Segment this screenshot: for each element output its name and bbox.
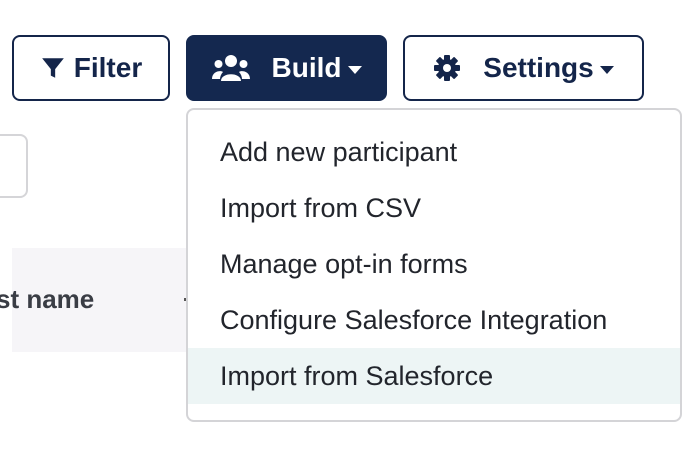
build-button[interactable]: Build	[186, 35, 387, 101]
users-icon	[211, 54, 250, 82]
menu-item-manage-opt-in-forms[interactable]: Manage opt-in forms	[220, 248, 468, 279]
chevron-down-icon	[599, 65, 614, 74]
menu-item-import-from-csv[interactable]: Import from CSV	[220, 192, 422, 223]
table-header-row	[12, 248, 212, 352]
settings-button[interactable]: Settings	[403, 35, 644, 101]
gear-icon	[433, 54, 461, 82]
column-header-last-name[interactable]: st name	[0, 284, 95, 314]
build-dropdown-menu: Add new participant Import from CSV Mana…	[186, 108, 682, 422]
filter-icon	[40, 55, 66, 81]
menu-item-import-from-salesforce[interactable]: Import from Salesforce	[188, 348, 680, 404]
menu-item-add-new-participant[interactable]: Add new participant	[220, 136, 458, 167]
chevron-down-icon	[347, 65, 362, 74]
settings-button-label: Settings	[483, 52, 594, 83]
filter-button[interactable]: Filter	[12, 35, 170, 101]
filter-button-label: Filter	[73, 52, 143, 83]
build-button-label: Build	[271, 52, 342, 83]
search-input[interactable]	[0, 134, 28, 198]
menu-item-configure-salesforce-integration[interactable]: Configure Salesforce Integration	[220, 304, 608, 335]
